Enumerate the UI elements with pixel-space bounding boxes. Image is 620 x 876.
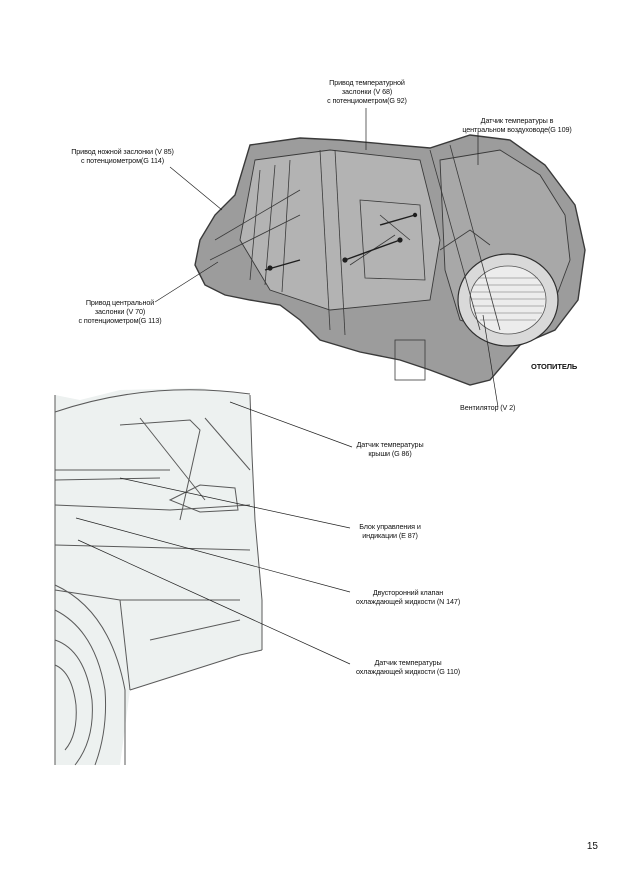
coolant-valve-label: Двусторонний клапан охлаждающей жидкости…	[344, 588, 472, 606]
roof-temp-sensor-label: Датчик температуры крыши (G 86)	[350, 440, 430, 458]
control-unit-label: Блок управления и индикации (E 87)	[350, 522, 430, 540]
heater-label: ОТОПИТЕЛЬ	[531, 362, 578, 371]
label-line: заслонки (V 70)	[94, 307, 146, 316]
label-line: заслонки (V 68)	[341, 87, 393, 96]
label-line: охлаждающей жидкости (N 147)	[355, 597, 461, 606]
label-line: Привод температурной	[329, 78, 405, 87]
label-line: Датчик температуры в	[480, 116, 554, 125]
label-line: Привод ножной заслонки (V 85)	[71, 147, 174, 156]
fan-label: Вентилятор (V 2)	[460, 403, 516, 412]
label-line: с потенциометром(G 114)	[80, 156, 165, 165]
label-line: индикации (E 87)	[362, 531, 418, 540]
label-line: охлаждающей жидкости (G 110)	[355, 667, 461, 676]
label-line: крыши (G 86)	[368, 449, 412, 458]
label-line: Двусторонний клапан	[372, 588, 444, 597]
central-flap-label: Привод центральной заслонки (V 70) с пот…	[70, 298, 170, 325]
label-line: центральном воздуховоде(G 109)	[462, 125, 572, 134]
label-line: Привод центральной	[85, 298, 155, 307]
heater-unit-drawing	[194, 134, 586, 386]
label-line: Датчик температуры	[374, 658, 442, 667]
label-line: с потенциометром(G 113)	[78, 316, 162, 325]
leader-lines	[75, 108, 499, 665]
duct-temp-sensor-label: Датчик температуры в центральном воздухо…	[452, 116, 582, 134]
foot-flap-label: Привод ножной заслонки (V 85) с потенцио…	[60, 147, 185, 165]
label-line: с потенциометром(G 92)	[327, 96, 407, 105]
label-line: Датчик температуры	[356, 440, 424, 449]
label-line: Блок управления и	[359, 522, 421, 531]
temp-flap-label: Привод температурной заслонки (V 68) с п…	[312, 78, 422, 105]
coolant-temp-sensor-label: Датчик температуры охлаждающей жидкости …	[344, 658, 472, 676]
page-number: 15	[586, 841, 598, 852]
